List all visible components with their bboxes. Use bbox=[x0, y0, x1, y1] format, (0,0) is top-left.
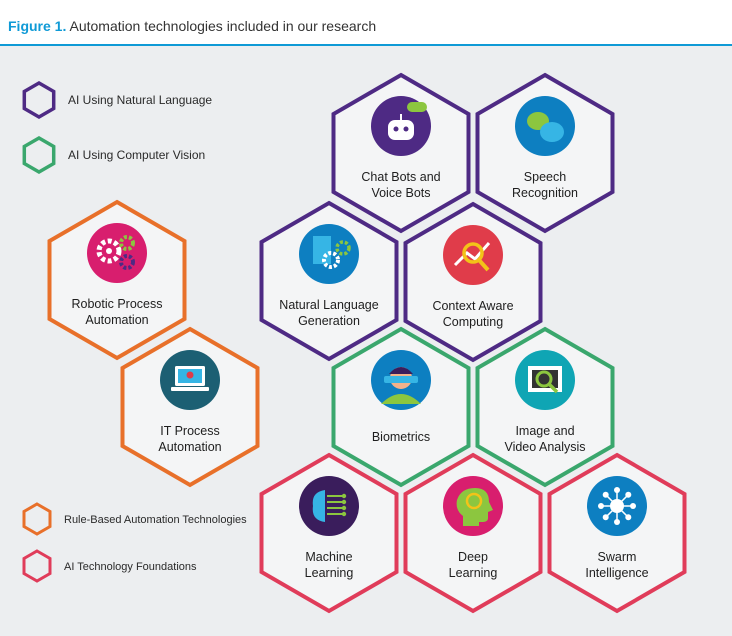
legend-item: AI Using Natural Language bbox=[22, 80, 212, 120]
legend-hexagon-icon bbox=[22, 502, 52, 536]
hexagon-label: Natural Language bbox=[279, 298, 378, 312]
figure-title: Figure 1. Automation technologies includ… bbox=[8, 18, 376, 34]
hexagon-label: Context Aware bbox=[432, 299, 513, 313]
hexagon-label: Intelligence bbox=[585, 566, 648, 580]
legend-label: AI Using Computer Vision bbox=[68, 148, 205, 162]
figure-caption: Automation technologies included in our … bbox=[69, 18, 377, 34]
legend-hexagon-icon bbox=[22, 549, 52, 583]
hexagon-label: Automation bbox=[85, 313, 148, 327]
laptop-icon bbox=[160, 350, 220, 410]
hexagon-label: Automation bbox=[158, 440, 221, 454]
document-gears-icon bbox=[299, 224, 359, 284]
face-scan-icon bbox=[371, 350, 431, 410]
legend-hexagon-icon bbox=[22, 80, 56, 120]
figure-number: Figure 1. bbox=[8, 18, 67, 34]
hexagon-label: Learning bbox=[305, 566, 354, 580]
hexagon-label: Chat Bots and bbox=[361, 170, 440, 184]
hexagon-label: IT Process bbox=[160, 424, 220, 438]
hexagon-label: Biometrics bbox=[372, 430, 430, 444]
hexagon-label: Deep bbox=[458, 550, 488, 564]
chatbot-icon bbox=[371, 96, 431, 156]
hexagon-label: Computing bbox=[443, 315, 503, 329]
hexagon-label: Generation bbox=[298, 314, 360, 328]
legend-hexagon-icon bbox=[22, 135, 56, 175]
hexagon-label: Image and bbox=[515, 424, 574, 438]
hexagon-label: Swarm bbox=[598, 550, 637, 564]
hexagon-label: Speech bbox=[524, 170, 566, 184]
legend-label: AI Using Natural Language bbox=[68, 93, 212, 107]
hexagon-label: Recognition bbox=[512, 186, 578, 200]
network-hub-icon bbox=[587, 476, 647, 536]
hexagon-label: Machine bbox=[305, 550, 352, 564]
legend-item: Rule-Based Automation Technologies bbox=[22, 502, 247, 536]
hexagon-label: Robotic Process bbox=[71, 297, 162, 311]
hexagon-label: Video Analysis bbox=[504, 440, 585, 454]
legend-label: AI Technology Foundations bbox=[64, 561, 197, 573]
legend-item: AI Technology Foundations bbox=[22, 549, 197, 583]
head-brain-icon bbox=[443, 476, 503, 536]
speech-bubbles-icon bbox=[515, 96, 575, 156]
hexagon-label: Learning bbox=[449, 566, 498, 580]
legend-item: AI Using Computer Vision bbox=[22, 135, 205, 175]
film-magnifier-icon bbox=[515, 350, 575, 410]
hexagon-biometrics: Biometrics bbox=[331, 326, 471, 488]
gears-icon bbox=[87, 223, 147, 283]
circuit-brain-icon bbox=[299, 476, 359, 536]
legend-label: Rule-Based Automation Technologies bbox=[64, 514, 247, 526]
magnifier-chart-icon bbox=[443, 225, 503, 285]
figure-header: Figure 1. Automation technologies includ… bbox=[0, 0, 732, 46]
hexagon-label: Voice Bots bbox=[371, 186, 430, 200]
